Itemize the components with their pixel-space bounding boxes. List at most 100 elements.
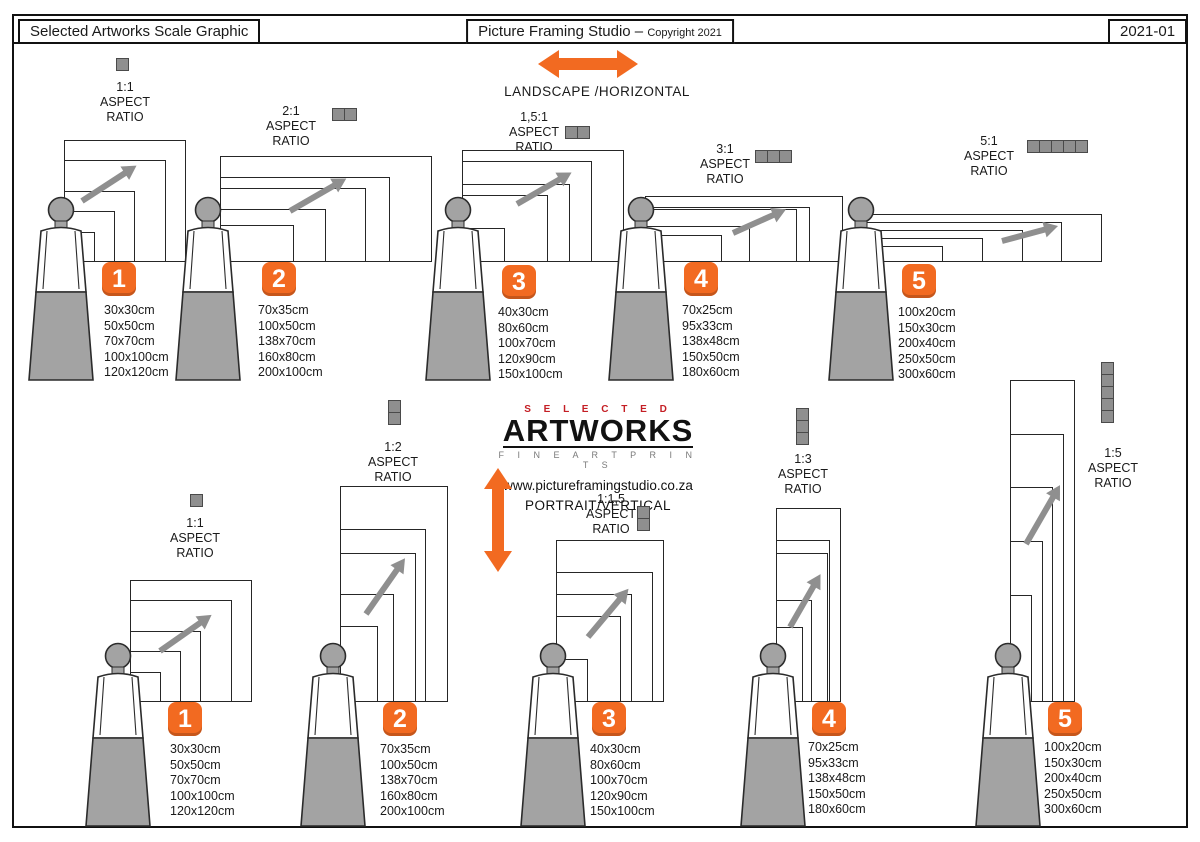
group-number-badge: 5 bbox=[1048, 702, 1082, 736]
ratio-value: 1,5:1 bbox=[520, 110, 548, 124]
ratio-value: 1:1 bbox=[116, 80, 134, 94]
person-figure bbox=[607, 196, 675, 381]
copyright-text: Copyright 2021 bbox=[647, 27, 722, 39]
size-item: 138x48cm bbox=[682, 334, 740, 348]
frame-stack bbox=[220, 156, 432, 262]
size-item: 100x70cm bbox=[590, 773, 648, 787]
ratio-value: 1:5 bbox=[1104, 446, 1122, 460]
size-item: 120x120cm bbox=[104, 365, 169, 379]
size-item: 40x30cm bbox=[590, 742, 641, 756]
ratio-square bbox=[796, 432, 809, 445]
aspect-word: ASPECT bbox=[99, 95, 150, 109]
ratio-value: 2:1 bbox=[282, 104, 300, 118]
group-number-badge: 3 bbox=[592, 702, 626, 736]
portrait-label: PORTRAIT/VERTICAL bbox=[524, 498, 672, 513]
page-title-text: Selected Artworks Scale Graphic bbox=[30, 23, 249, 40]
group-number-badge: 3 bbox=[502, 265, 536, 299]
aspect-ratio-label: 1:5 ASPECT RATIO bbox=[1082, 446, 1144, 491]
ratio-square bbox=[1101, 410, 1114, 423]
size-item: 160x80cm bbox=[380, 788, 438, 803]
aspect-word: ASPECT bbox=[265, 119, 316, 133]
size-item: 70x35cm bbox=[380, 742, 431, 756]
size-item: 70x25cm bbox=[808, 740, 859, 754]
aspect-ratio-label: 1,5:1 ASPECT RATIO bbox=[503, 110, 565, 155]
size-item: 200x40cm bbox=[898, 336, 956, 350]
size-item: 100x50cm bbox=[258, 318, 316, 333]
size-item: 300x60cm bbox=[1044, 802, 1102, 816]
group-number-badge: 1 bbox=[102, 262, 136, 296]
aspect-word: ASPECT bbox=[963, 149, 1014, 163]
size-item: 180x60cm bbox=[808, 802, 866, 816]
aspect-word: ASPECT bbox=[508, 125, 559, 139]
ratio-word: RATIO bbox=[706, 172, 744, 186]
brand-logo: S E L E C T E D ARTWORKS F I N E A R T P… bbox=[498, 404, 698, 513]
size-item: 100x70cm bbox=[498, 336, 556, 350]
size-item: 150x30cm bbox=[1044, 755, 1102, 770]
size-item: 120x90cm bbox=[498, 351, 556, 366]
ratio-squares-icon bbox=[755, 150, 792, 163]
aspect-ratio-label: 1:1,5 ASPECT RATIO bbox=[580, 492, 642, 537]
ratio-square bbox=[637, 518, 650, 531]
group-number-badge: 4 bbox=[812, 702, 846, 736]
page-title: Selected Artworks Scale Graphic bbox=[18, 19, 261, 44]
aspect-ratio-label: 1:2 ASPECT RATIO bbox=[362, 440, 424, 485]
frame-stack bbox=[340, 486, 448, 702]
size-item: 80x60cm bbox=[498, 320, 549, 335]
person-figure bbox=[519, 642, 587, 827]
size-item: 70x70cm bbox=[170, 773, 221, 787]
person-figure bbox=[827, 196, 895, 381]
ratio-value: 1:3 bbox=[794, 452, 812, 466]
arrow-bar bbox=[559, 58, 617, 70]
size-item: 150x100cm bbox=[498, 367, 563, 381]
size-item: 150x30cm bbox=[898, 320, 956, 335]
aspect-ratio-label: 1:1 ASPECT RATIO bbox=[94, 80, 156, 125]
ratio-squares-icon bbox=[332, 108, 357, 121]
ratio-word: RATIO bbox=[970, 164, 1008, 178]
aspect-ratio-label: 1:3 ASPECT RATIO bbox=[772, 452, 834, 497]
ratio-squares-icon bbox=[565, 126, 590, 139]
ratio-word: RATIO bbox=[592, 522, 630, 536]
size-item: 50x50cm bbox=[170, 757, 221, 772]
size-item: 100x100cm bbox=[104, 349, 169, 364]
size-item: 30x30cm bbox=[170, 742, 221, 756]
ratio-value: 1:1,5 bbox=[597, 492, 625, 506]
size-item: 95x33cm bbox=[808, 755, 859, 770]
size-item: 138x70cm bbox=[258, 334, 316, 348]
size-item: 150x50cm bbox=[808, 786, 866, 801]
ratio-word: RATIO bbox=[374, 470, 412, 484]
frame-rect bbox=[556, 540, 664, 702]
ratio-word: RATIO bbox=[784, 482, 822, 496]
ratio-squares-icon bbox=[1027, 140, 1088, 153]
size-item: 200x100cm bbox=[380, 804, 445, 818]
person-figure bbox=[27, 196, 95, 381]
size-item: 120x90cm bbox=[590, 788, 648, 803]
logo-artworks-text: ARTWORKS bbox=[502, 413, 694, 448]
frame-rect bbox=[776, 508, 841, 702]
size-item: 150x50cm bbox=[682, 349, 740, 364]
frame-rect bbox=[1010, 380, 1075, 702]
person-figure bbox=[174, 196, 242, 381]
group-number-badge: 5 bbox=[902, 264, 936, 298]
studio-title: Picture Framing Studio – Copyright 2021 bbox=[466, 19, 734, 44]
frame-rect bbox=[340, 486, 448, 702]
size-item: 180x60cm bbox=[682, 365, 740, 379]
aspect-word: ASPECT bbox=[169, 531, 220, 545]
size-item: 100x50cm bbox=[380, 757, 438, 772]
vertical-double-arrow-icon bbox=[484, 468, 512, 572]
person-figure bbox=[84, 642, 152, 827]
person-figure bbox=[424, 196, 492, 381]
landscape-label: LANDSCAPE /HORIZONTAL bbox=[504, 84, 690, 99]
aspect-word: ASPECT bbox=[585, 507, 636, 521]
size-item: 250x50cm bbox=[898, 351, 956, 366]
arrow-bottom-tip bbox=[484, 551, 512, 572]
arrow-right-tip bbox=[617, 50, 638, 78]
ratio-square bbox=[779, 150, 792, 163]
ratio-square bbox=[344, 108, 357, 121]
